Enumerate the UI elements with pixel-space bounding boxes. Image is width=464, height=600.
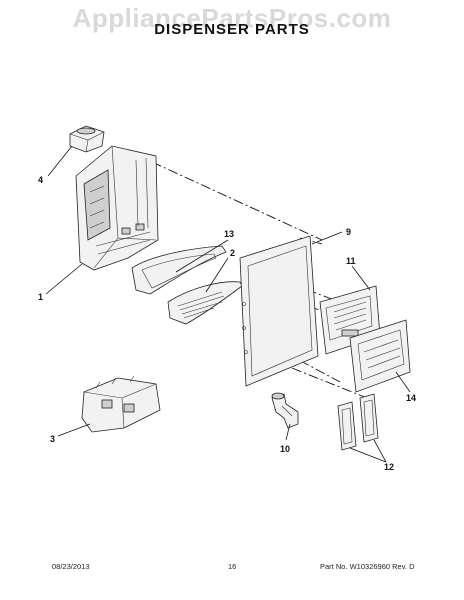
part-10-elbow — [271, 392, 299, 429]
part-14-display-panel — [349, 319, 411, 393]
footer-page-number: 16 — [228, 562, 237, 571]
callout-14: 14 — [406, 393, 416, 403]
part-1-housing — [75, 145, 159, 271]
part-3-base — [81, 375, 161, 433]
callout-10: 10 — [280, 444, 290, 454]
footer-date: 08/23/2013 — [52, 562, 90, 571]
leader-lines — [45, 145, 411, 463]
callout-9: 9 — [346, 227, 351, 237]
watermark: AppliancePartsPros.com — [72, 3, 392, 33]
callout-12: 12 — [384, 462, 394, 472]
page-title: DISPENSER PARTS — [154, 21, 310, 38]
callout-11: 11 — [346, 256, 356, 266]
callout-4: 4 — [38, 175, 43, 185]
part-2-grille — [167, 281, 243, 325]
callout-13: 13 — [224, 229, 234, 239]
callout-1: 1 — [38, 292, 43, 302]
footer-part-number: Part No. W10326960 Rev. D — [320, 562, 415, 571]
part-12-lens-b — [359, 393, 379, 443]
callout-3: 3 — [50, 434, 55, 444]
part-9-frame — [239, 235, 319, 387]
callout-2: 2 — [230, 248, 235, 258]
part-4-cup — [69, 125, 105, 153]
part-12-lens-a — [337, 401, 357, 451]
